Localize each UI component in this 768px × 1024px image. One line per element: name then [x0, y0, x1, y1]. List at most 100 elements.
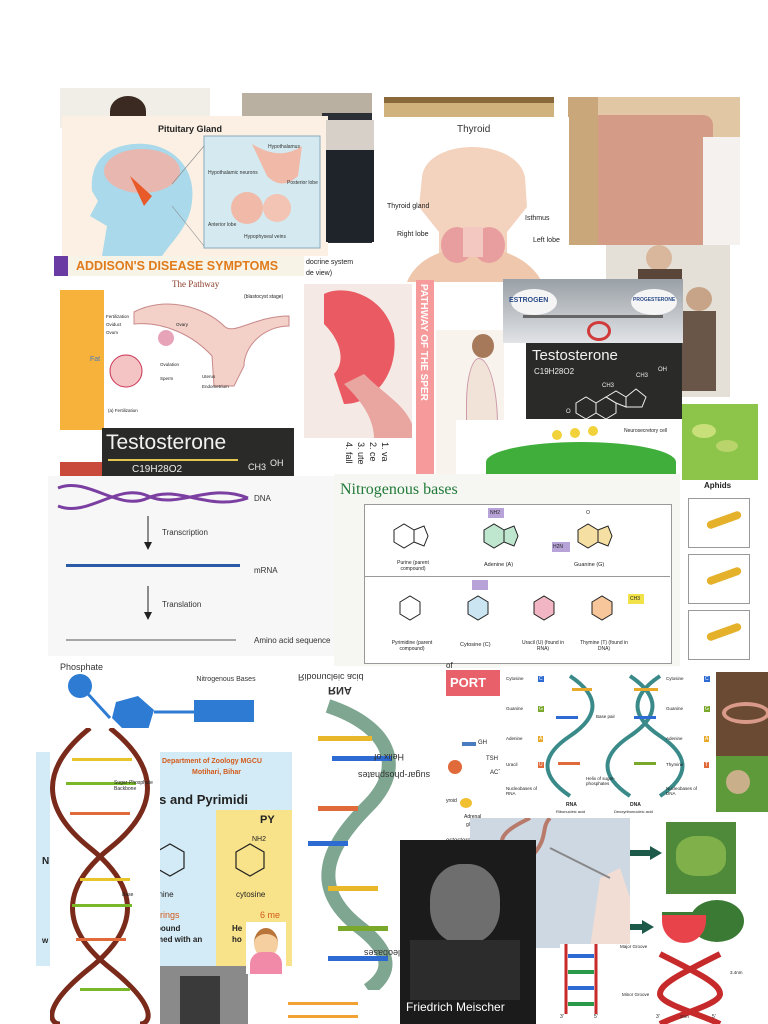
dna-key-a: A [704, 736, 710, 742]
endocrine-caption: docrine system [306, 259, 354, 266]
five-prime-label: 5' [594, 1014, 598, 1020]
sixm-label: 6 me [260, 910, 281, 920]
o-label-right: O [566, 409, 571, 415]
transcription-label: Transcription [162, 528, 208, 537]
dna-helix-left: Sugar-Phosphate Backbone Base [50, 728, 160, 1024]
ch3-label-b: CH3 [602, 383, 615, 389]
steroid-structure [575, 388, 647, 419]
thyroid-diagram: Thyroid Thyroid gland Isthmus Right lobe… [377, 117, 569, 282]
formed-label: med with an [156, 935, 203, 944]
dna-key-c: C [704, 676, 710, 682]
ch3-label-a: CH3 [636, 373, 649, 379]
cytosine-zoology-label: cytosine [236, 890, 266, 899]
cytosine-rna-label: Cytosine [506, 676, 524, 681]
bases-title: Nitrogenous bases [340, 481, 458, 498]
major-groove-label: Major Groove [620, 944, 648, 949]
dna-full-label: Deoxyribonucleic acid [614, 809, 653, 814]
guanine-dna-label: Guanine [666, 706, 684, 711]
testosterone-title-left: Testosterone [106, 431, 227, 454]
right-lobe-label: Right lobe [397, 231, 429, 238]
list-item-1: 1. va [380, 442, 390, 462]
nh2-label-a: NH2 [490, 510, 501, 516]
dna-icon-small [282, 994, 370, 1020]
nitrogenous-bases-chart: Nitrogenous bases NH2 O H2N CH3 Purine (… [334, 474, 680, 668]
oh-label-right: OH [658, 367, 667, 373]
dna-bottom-label: DNA [630, 802, 641, 808]
rna-helix-graphic [308, 699, 396, 990]
anine-label: anine [154, 890, 174, 899]
ch3-label-t: CH3 [630, 596, 641, 602]
arrow-right-2 [630, 920, 656, 934]
hormone-diagram: GH TSH ACT yroid Adrenal gla [446, 698, 504, 832]
label-anterior: Anterior lobe [208, 222, 237, 228]
pathway-title: The Pathway [172, 279, 220, 289]
fertilization-label: Fertilization [106, 314, 130, 319]
aphids-label: Aphids [704, 481, 732, 490]
uracil-label: Uracil (U) (found in RNA) [522, 640, 564, 652]
arrow-right-1 [630, 846, 664, 860]
amino-acid-label: Amino acid sequence [254, 636, 331, 645]
uracil-rna-label: Uracil [506, 762, 518, 767]
guanine-rna-label: Guanine [506, 706, 524, 711]
thyroid-gland-label: Thyroid gland [387, 203, 430, 210]
dna-ladder-diagram: Major Groove Minor Groove 3' 5' 3' 5' 3.… [560, 944, 760, 1024]
meischer-name: Friedrich Meischer [406, 1000, 505, 1014]
nucleotide-shapes [68, 674, 254, 732]
pituitary-title: Pituitary Gland [158, 124, 223, 134]
size-label-2: 2nm [680, 1014, 689, 1019]
minor-groove-label: Minor Groove [622, 992, 650, 997]
neck-photo [568, 97, 740, 245]
rna-full-label: Ribonucleic acid [556, 809, 586, 814]
thyroid-small-label: yroid [446, 798, 457, 804]
central-dogma-diagram: DNA Transcription mRNA Translation Amino… [48, 476, 338, 656]
label-posterior: Posterior lobe [287, 180, 318, 186]
dna-label: DNA [254, 494, 271, 503]
progesterone-label: PROGESTERONE [633, 297, 676, 303]
addison-title: ADDISON'S DISEASE SYMPTOMS [76, 259, 279, 273]
thymine-dna-label: Thymine [666, 762, 684, 767]
nucleobases-dna-label: Nucleobases of DNA [666, 786, 698, 796]
testosterone-formula-right: C19H28O2 [534, 367, 575, 376]
mrna-label: mRNA [254, 566, 278, 575]
rna-key-a: A [538, 736, 544, 742]
pathway-diagram: The Pathway (blastocyst stage) Fertiliza… [104, 276, 300, 436]
tsh-label: TSH [486, 756, 498, 762]
thyroid-neck-illustration [407, 147, 542, 282]
cytosine-dna-label: Cytosine [666, 676, 684, 681]
blastocyst-label: (blastocyst stage) [244, 294, 284, 300]
isthmus-label: Isthmus [525, 215, 550, 222]
list-item-3: 3. ute [356, 442, 366, 465]
zoology-title: nes and Pyrimidi [144, 792, 249, 807]
py-label: PY [260, 814, 275, 826]
meischer-portrait: Friedrich Meischer [400, 840, 536, 1024]
oh-label-left: OH [270, 458, 284, 468]
ovary-label: Ovary [176, 322, 189, 327]
person-coat-photo [326, 120, 374, 242]
adenine-rna-label: Adenine [506, 736, 523, 741]
sperm-banner-text: PATHWAY OF THE SPER [418, 284, 429, 401]
dept-label: Department of Zoology MGCU [162, 758, 262, 765]
cytosine-label: Cytosine (C) [460, 642, 491, 648]
list-item-2: 2. ce [368, 442, 378, 462]
bw-person-photo [160, 966, 248, 1024]
translation-label: Translation [162, 600, 202, 609]
gland-label: gla [466, 822, 473, 828]
h2n-label: H2N [553, 544, 564, 550]
n-label: N [42, 856, 50, 867]
helix-label-mirrored: Helix of [374, 752, 405, 762]
neurosecretory-label: Neurosecretory cell [624, 428, 668, 434]
numbered-list: 1. va 2. ce 3. ute 4. fall [340, 438, 416, 474]
endometrium-label: Endometrium [202, 384, 229, 389]
endocrine-caption-2: de view) [306, 270, 333, 277]
adenine-dna-label: Adenine [666, 736, 683, 741]
label-hypothalamus: Hypothalamus [268, 144, 300, 150]
rna-dna-helices [545, 674, 685, 798]
phosphate-label: Phosphate [60, 662, 104, 672]
ladder-graphic [564, 944, 724, 1024]
ovum-label: Ovum [106, 330, 119, 335]
head-profile-illustration [90, 135, 321, 256]
adenine-label: Adenine (A) [484, 562, 514, 568]
plant-photo [716, 756, 768, 812]
banana-photo [666, 822, 736, 894]
list-item-4: 4. fall [344, 442, 354, 464]
